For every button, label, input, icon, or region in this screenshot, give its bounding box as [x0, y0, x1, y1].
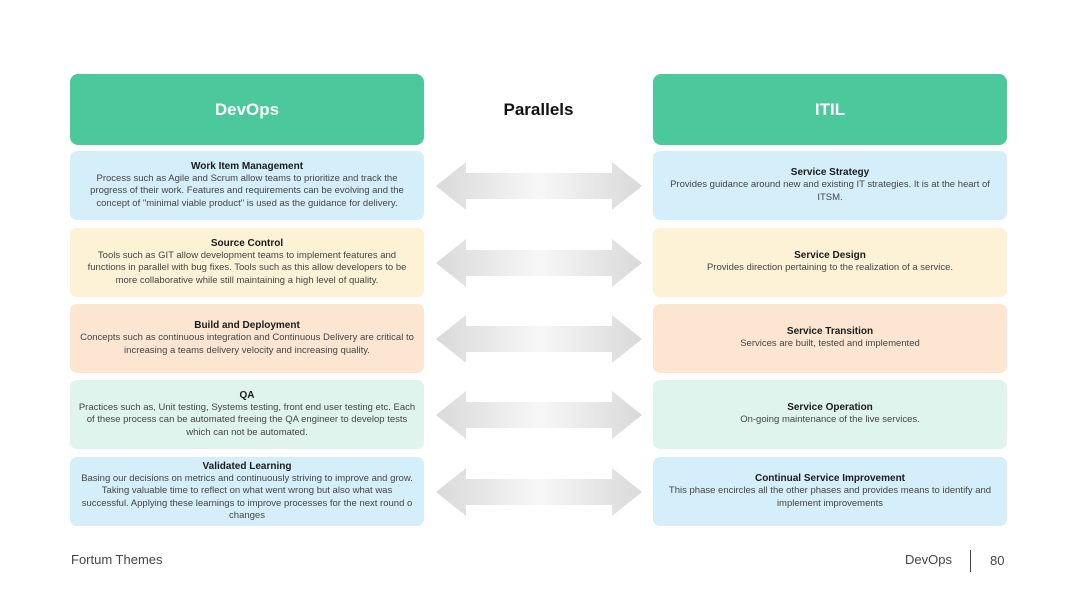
- devops-header-title: DevOps: [214, 99, 280, 119]
- card-title: Work Item Management: [190, 160, 304, 172]
- footer-section: DevOps: [905, 552, 952, 567]
- devops-card-build-and-deployment: Build and Deployment Concepts such as co…: [70, 304, 424, 373]
- devops-card-validated-learning: Validated Learning Basing our decisions …: [70, 457, 424, 526]
- footer-brand: Fortum Themes: [71, 552, 163, 567]
- card-title: Service Strategy: [790, 167, 870, 179]
- double-arrow-icon: [436, 239, 642, 287]
- card-text: This phase encircles all the other phase…: [668, 485, 992, 509]
- itil-header: ITIL: [653, 74, 1007, 145]
- devops-card-work-item-management: Work Item Management Process such as Agi…: [70, 151, 424, 220]
- itil-card-continual-service-improvement: Continual Service Improvement This phase…: [653, 457, 1007, 526]
- card-text: Services are built, tested and implement…: [740, 338, 920, 350]
- card-title: Source Control: [210, 237, 284, 249]
- card-title: Service Design: [794, 250, 866, 262]
- card-text: Basing our decisions on metrics and cont…: [81, 472, 413, 521]
- itil-header-title: ITIL: [814, 99, 846, 119]
- double-arrow-icon: [436, 468, 642, 516]
- card-text: Concepts such as continuous integration …: [80, 332, 414, 356]
- card-text: Practices such as, Unit testing, Systems…: [78, 401, 416, 438]
- card-title: QA: [239, 389, 255, 401]
- itil-card-service-strategy: Service Strategy Provides guidance aroun…: [653, 151, 1007, 220]
- parallels-title-text: Parallels: [503, 99, 574, 119]
- card-text: On-going maintenance of the live service…: [740, 414, 920, 426]
- card-title: Service Transition: [786, 326, 874, 338]
- itil-card-service-design: Service Design Provides direction pertai…: [653, 228, 1007, 297]
- page-number: 80: [990, 553, 1005, 568]
- card-text: Process such as Agile and Scrum allow te…: [90, 172, 404, 209]
- double-arrow-icon: [436, 391, 642, 439]
- double-arrow-icon: [436, 315, 642, 363]
- itil-card-service-transition: Service Transition Services are built, t…: [653, 304, 1007, 373]
- devops-card-qa: QA Practices such as, Unit testing, Syst…: [70, 380, 424, 449]
- card-text: Provides guidance around new and existin…: [670, 179, 990, 203]
- card-title: Validated Learning: [202, 460, 292, 472]
- double-arrow-icon: [436, 162, 642, 210]
- devops-card-source-control: Source Control Tools such as GIT allow d…: [70, 228, 424, 297]
- devops-header: DevOps: [70, 74, 424, 145]
- footer-divider: [970, 550, 971, 572]
- card-title: Continual Service Improvement: [754, 473, 906, 485]
- parallels-title: Parallels: [424, 74, 653, 145]
- card-text: Tools such as GIT allow development team…: [87, 249, 407, 286]
- card-title: Build and Deployment: [194, 320, 300, 332]
- card-title: Service Operation: [787, 402, 873, 414]
- itil-card-service-operation: Service Operation On-going maintenance o…: [653, 380, 1007, 449]
- card-text: Provides direction pertaining to the rea…: [706, 262, 954, 274]
